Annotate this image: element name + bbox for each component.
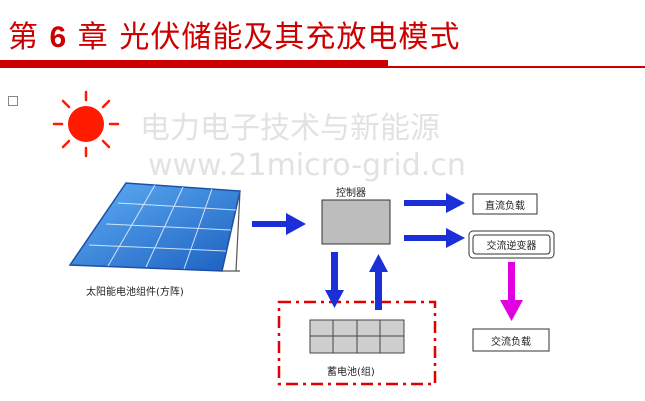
title-suffix: 章 光伏储能及其充放电模式	[77, 20, 461, 55]
controller-box	[321, 199, 391, 245]
dc-load-label: 直流负载	[485, 200, 525, 212]
battery-icon	[309, 319, 405, 354]
ac-load-label: 交流负载	[491, 336, 531, 348]
battery-dashed-frame	[277, 300, 437, 386]
watermark-url: www.21micro-grid.cn	[148, 148, 466, 183]
title-underline-thin	[0, 66, 645, 68]
ac-load-box	[472, 328, 550, 352]
controller-label: 控制器	[336, 188, 366, 199]
battery-label: 蓄电池(组)	[327, 367, 375, 378]
arrow-battery-to-controller	[369, 254, 388, 310]
slide-bullet	[8, 96, 18, 106]
title-prefix: 第	[8, 20, 39, 55]
solar-array-label: 太阳能电池组件(方阵)	[86, 287, 184, 298]
solar-array-icon	[68, 182, 241, 272]
slide-title: 第 6 章 光伏储能及其充放电模式	[8, 12, 460, 56]
sun-icon	[52, 90, 120, 158]
watermark-cn: 电力电子技术与新能源	[140, 111, 440, 146]
dc-load-box	[472, 193, 538, 215]
inverter-box-inner	[472, 234, 551, 255]
title-underline-thick	[0, 60, 388, 68]
arrow-controller-to-inverter	[404, 228, 465, 248]
inverter-label: 交流逆变器	[486, 241, 537, 252]
title-number: 6	[49, 21, 68, 54]
arrow-inverter-to-ac-load	[500, 262, 523, 321]
arrow-array-to-controller	[252, 213, 306, 235]
arrow-controller-to-dc-load	[404, 193, 465, 213]
arrow-controller-to-battery	[325, 252, 344, 308]
